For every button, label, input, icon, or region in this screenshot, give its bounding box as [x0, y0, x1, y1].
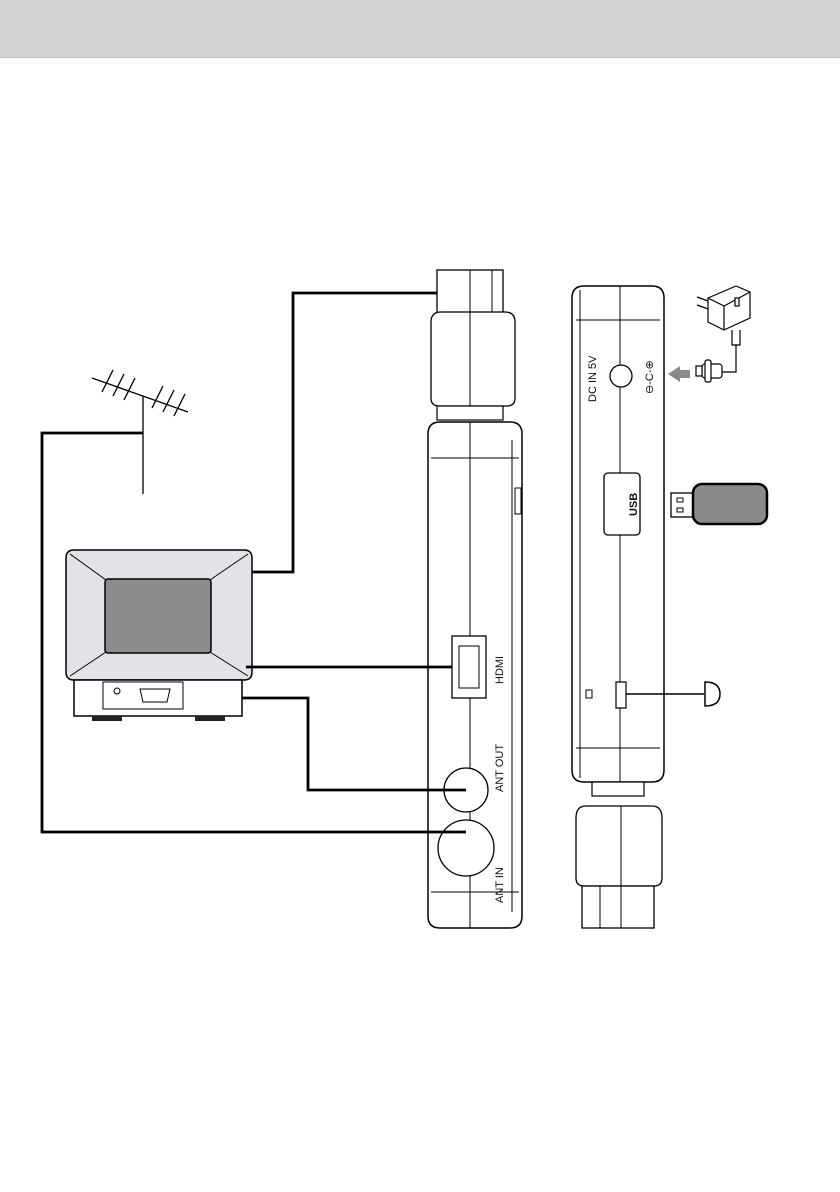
label-usb: USB — [628, 493, 640, 516]
label-dc-in: DC IN 5V — [587, 355, 599, 402]
usb-stick-icon — [671, 484, 767, 524]
label-hdmi: HDMI — [494, 656, 506, 684]
power-adapter-icon — [696, 286, 750, 382]
receiver-side-left — [428, 270, 522, 928]
label-ant-out: ANT OUT — [494, 744, 506, 792]
television-icon — [66, 550, 252, 721]
label-ant-in: ANT IN — [494, 867, 506, 903]
tv-screen — [105, 579, 211, 653]
cable-scart — [252, 293, 437, 572]
label-dc-polarity: ⊖-C-⊕ — [644, 360, 656, 394]
arrow-icon — [668, 366, 690, 382]
